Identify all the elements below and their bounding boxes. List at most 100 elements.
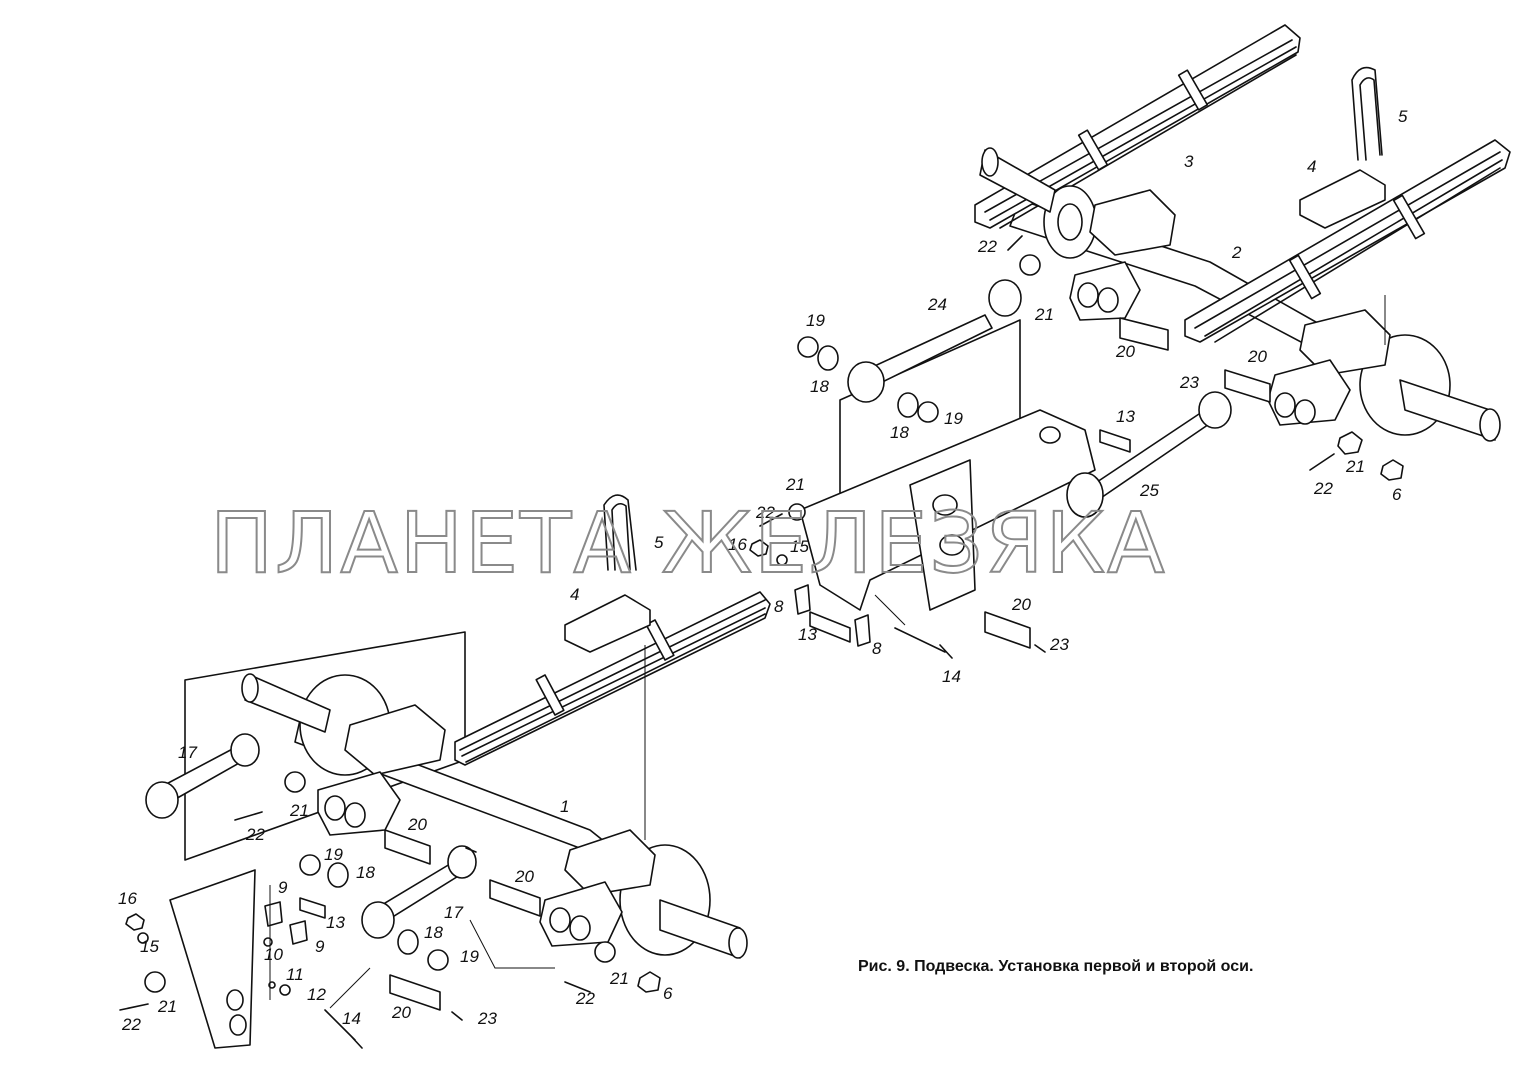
callout-9-b: 9 [315,937,325,956]
first-axle-assembly [119,494,771,1049]
callout-4-front: 4 [570,585,579,604]
pin-20-front-mid [489,879,541,917]
callout-18-center-b: 18 [890,423,909,442]
nut-21-center [788,503,806,521]
callout-14-front: 14 [342,1009,361,1028]
callout-21-front-lower: 21 [609,969,629,988]
washer-15-front [137,932,149,944]
pin-13-center-lower [809,611,851,643]
cotter-pin-23-front [451,1011,463,1021]
bolt-14-front [324,1009,363,1049]
callout-19-center-b: 19 [944,409,963,428]
callout-10: 10 [264,945,283,964]
spring-seat-front-right [564,829,656,896]
callout-8-a: 8 [774,597,784,616]
nut-6-front [637,971,661,993]
cotter-pin-23-center [1034,644,1046,653]
callout-4-rear: 4 [1307,157,1316,176]
callout-17-upper: 17 [178,743,197,762]
pin-20-right [1224,369,1271,403]
callout-22-front-lower: 22 [575,989,595,1008]
spring-seat-front-left [344,704,446,776]
bushing-18-front-a [327,862,349,888]
cotter-pin-22-front-upper [234,811,263,821]
callout-14-center: 14 [942,667,961,686]
callout-21-front-upper: 21 [289,801,309,820]
watermark-text: ПЛАНЕТА ЖЕЛЕЗЯКА [210,494,1167,592]
callout-9-a: 9 [278,878,288,897]
spring-clamp-3b [1077,129,1109,171]
center-bracket-assembly [749,279,1232,659]
callout-18-front-b: 18 [424,923,443,942]
nut-21-front-upper [284,771,306,793]
callout-15-front: 15 [140,937,159,956]
callout-19-center-a: 19 [806,311,825,330]
nut-21-front-lower [594,941,616,963]
nut-21-right [1337,431,1363,455]
nut-16-front [125,913,145,931]
callout-20-center: 20 [1011,595,1031,614]
plate-8-center-b [854,614,871,647]
callout-18-center-a: 18 [810,377,829,396]
spring-seat-left [1089,189,1176,256]
callout-20-front-mid: 20 [514,867,534,886]
pin-20-center [984,611,1031,649]
callout-22-upper: 22 [977,237,997,256]
callout-19-front-b: 19 [460,947,479,966]
callout-6-front: 6 [663,984,673,1003]
callout-5-front: 5 [654,533,664,552]
axle-spindle-right [1399,379,1496,441]
figure-caption: Рис. 9. Подвеска. Установка первой и вто… [858,958,1254,975]
pin-20-front-upper [384,829,431,865]
cotter-pin-23-front-upper [465,847,477,853]
nut-16-center [749,539,769,557]
bushing-19-front-b [427,949,449,971]
callout-18-front-a: 18 [356,863,375,882]
spring-seat-right [1299,309,1391,376]
assembly-lines [269,295,1386,1009]
callout-12: 12 [307,985,326,1004]
bushing-19-center-a [797,336,819,358]
u-bolt-rear [1351,66,1383,161]
callout-labels: 1 2 3 4 4 5 5 6 6 8 8 9 9 10 11 12 13 13… [118,107,1408,1034]
pin-13-front [299,897,326,919]
callout-20-front-upper: 20 [407,815,427,834]
bushing-18-front-b [397,929,419,955]
pin-13-center-upper [1099,429,1131,453]
callout-22-front-upper: 22 [245,825,265,844]
callout-13-upper: 13 [1116,407,1135,426]
callout-21-right: 21 [1345,457,1365,476]
bolt-14-center [894,627,953,659]
bracket-plate-lower [909,459,976,611]
callout-21-upper: 21 [1034,305,1054,324]
callout-13-center: 13 [798,625,817,644]
callout-13-front: 13 [326,913,345,932]
callout-21-center: 21 [785,475,805,494]
callout-1: 1 [560,797,569,816]
nut-21-front-left [144,971,166,993]
cotter-pin-22-center [759,513,783,527]
callout-5-rear: 5 [1398,107,1408,126]
pin-20-upper [1119,317,1169,351]
callout-20-right: 20 [1247,347,1267,366]
callout-22-front-left: 22 [121,1015,141,1034]
spring-pad-4-front [564,594,651,653]
leaf-spring-right [1184,139,1511,343]
callout-6-rear: 6 [1392,485,1402,504]
callout-16-front: 16 [118,889,137,908]
second-axle-assembly [974,24,1511,481]
nut-6-right [1380,459,1404,481]
callout-20-upper: 20 [1115,342,1135,361]
callout-23-right: 23 [1179,373,1199,392]
callout-17-lower: 17 [444,903,463,922]
spring-clamp-3a [1177,69,1209,111]
washer-11-front [279,984,291,996]
callout-22-center: 22 [755,503,775,522]
callout-8-b: 8 [872,639,882,658]
spring-pad-4-rear [1299,169,1386,229]
plate-8-center-a [794,584,811,615]
callout-3: 3 [1184,152,1194,171]
pin-20-front-lower [389,974,441,1011]
callout-15-center: 15 [790,537,809,556]
callout-23-front-upper: 23 [477,1009,497,1028]
